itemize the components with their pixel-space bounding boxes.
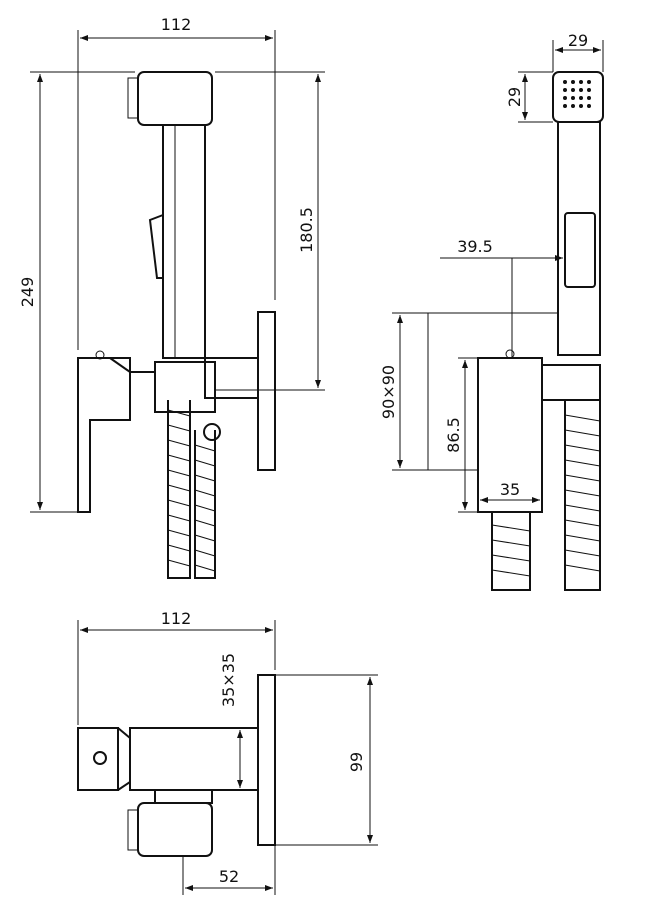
dim-head-height-label: 29 — [505, 87, 524, 107]
handle — [162, 124, 206, 359]
side-view: 29 29 39.5 90×90 86.5 35 — [379, 31, 604, 591]
dim-hose-label: 180.5 — [297, 207, 316, 253]
dim-head-width-label: 29 — [568, 31, 588, 50]
wall-plate — [257, 311, 276, 471]
dim-bottom-width-label: 112 — [161, 609, 192, 628]
trigger-slot — [564, 212, 596, 288]
valve-body — [77, 357, 131, 513]
dim-offset-label: 39.5 — [457, 237, 493, 256]
handle-side — [557, 121, 601, 356]
dim-body-width-label: 35 — [500, 480, 520, 499]
spray-face — [552, 71, 604, 123]
dim-height-label: 249 — [18, 277, 37, 308]
holder — [154, 361, 216, 413]
spray-head-bottom — [137, 802, 213, 857]
dim-depth-label: 99 — [347, 752, 366, 772]
lever-end — [77, 727, 119, 791]
hose — [167, 400, 216, 579]
valve-body-bottom — [129, 727, 259, 791]
wall-plate-bottom — [257, 674, 276, 846]
dim-offset-bottom-label: 52 — [219, 867, 239, 886]
dim-plate-label: 90×90 — [379, 365, 398, 419]
dim-body-height-label: 86.5 — [444, 417, 463, 453]
dim-section-label: 35×35 — [219, 653, 238, 707]
holder-side — [541, 364, 601, 401]
front-view: 112 249 180.5 — [18, 15, 325, 579]
trigger — [148, 214, 164, 279]
dim-width-label: 112 — [161, 15, 192, 34]
spray-head — [137, 71, 213, 126]
bottom-view: 112 35×35 99 52 — [77, 609, 378, 895]
hose-side — [491, 400, 601, 591]
